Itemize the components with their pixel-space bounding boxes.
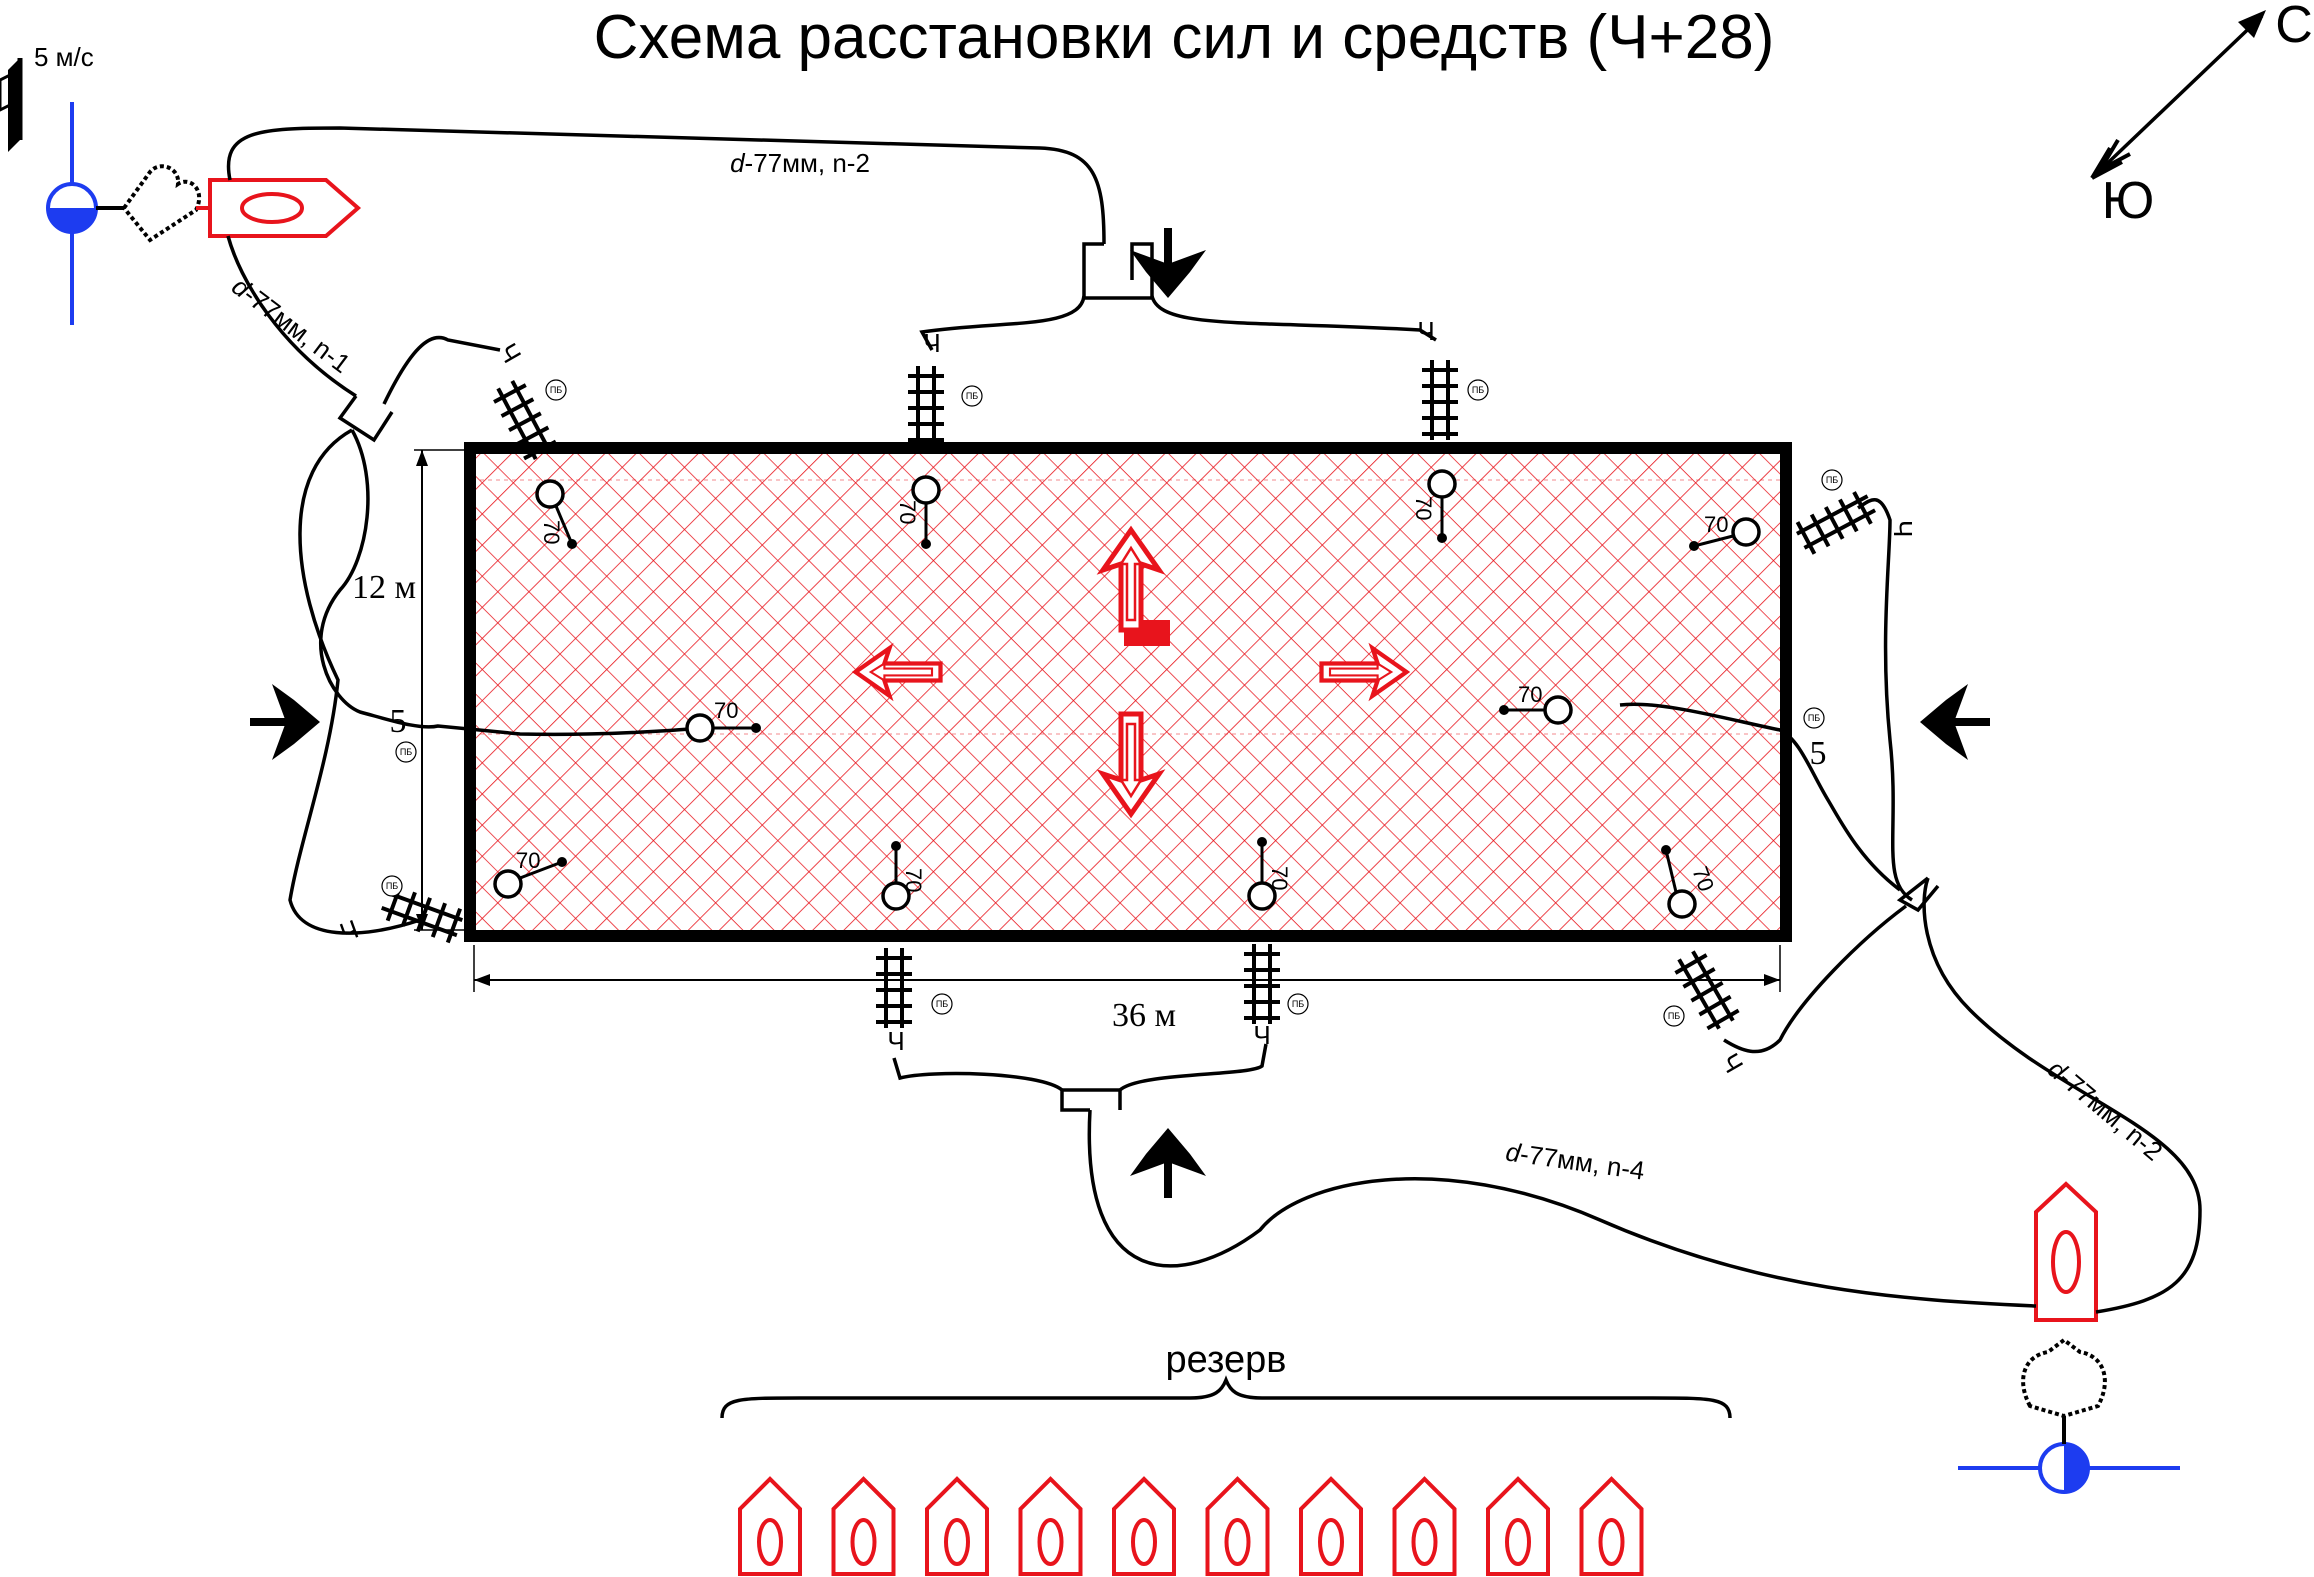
ladder-top-3 [1420, 358, 1460, 442]
reserve-truck [925, 1477, 989, 1576]
dimension-width: 36 м [473, 945, 1781, 1034]
fire-truck-bottom-right [2034, 1181, 2098, 1322]
ladder-label-3: Ч [1417, 316, 1434, 346]
svg-text:ПБ: ПБ [386, 881, 398, 891]
ladder-label-4: Ч [1888, 520, 1918, 537]
svg-text:ПБ: ПБ [1808, 713, 1820, 723]
hydrant-top-left [46, 102, 210, 325]
ladder-label-8: Ч [1715, 1048, 1750, 1078]
reserve-trucks [738, 1477, 1644, 1576]
branch-label-left: 5 [390, 703, 407, 740]
compass-south-label: Ю [2102, 172, 2155, 230]
ladder-top-2 [906, 364, 946, 448]
svg-text:70: 70 [901, 868, 926, 892]
approach-arrow-bottom [1130, 1128, 1206, 1198]
nozzle-6: 70 [1499, 682, 1573, 725]
svg-text:70: 70 [895, 500, 920, 524]
diagram-title: Схема расстановки сил и средств (Ч+28) [594, 3, 1775, 72]
nozzle-5: 70 [685, 698, 761, 743]
nozzle-4: 70 [1689, 512, 1761, 551]
svg-text:ПБ: ПБ [550, 385, 562, 395]
svg-text:70: 70 [516, 848, 540, 873]
reserve-truck [1392, 1477, 1457, 1576]
hose-lines [226, 126, 2202, 1314]
svg-text:ПБ: ПБ [1826, 475, 1838, 485]
wind-speed-label: 5 м/с [34, 42, 94, 72]
building-height-label: 12 м [352, 569, 416, 606]
reserve-truck [738, 1477, 802, 1576]
fire-spread-arrows [856, 530, 1407, 814]
reserve-truck [1018, 1477, 1083, 1576]
approach-arrow-top [1130, 228, 1206, 298]
svg-text:70: 70 [1411, 496, 1436, 520]
wind-indicator: 5 м/с [0, 42, 94, 152]
ladder-label-6: Ч [887, 1026, 904, 1056]
ladder-bottom-1 [874, 946, 914, 1030]
nozzle-8: 70 [881, 841, 926, 911]
hydrant-bottom-right [1958, 1337, 2180, 1494]
dimension-height: 12 м [352, 449, 464, 931]
svg-text:ПБ: ПБ [936, 999, 948, 1009]
ladder-right [1792, 487, 1880, 556]
ladder-label-5: Ч [336, 914, 363, 948]
svg-text:70: 70 [539, 520, 564, 544]
hose-label-right: d-77мм, n-2 [2042, 1054, 2168, 1167]
hose-label-left: d-77мм, n-1 [226, 271, 356, 379]
reserve-truck [1486, 1477, 1550, 1576]
ladder-label-2: Ч [923, 328, 940, 358]
reserve-truck [1112, 1477, 1176, 1576]
ladder-label-7: Ч [1253, 1020, 1270, 1050]
reserve-truck [1299, 1477, 1363, 1576]
nozzle-3: 70 [1411, 469, 1457, 543]
reserve-truck [831, 1477, 896, 1576]
svg-text:70: 70 [714, 698, 738, 723]
svg-text:ПБ: ПБ [966, 391, 978, 401]
svg-text:70: 70 [1267, 866, 1292, 890]
reserve-label: резерв [1166, 1339, 1287, 1381]
nozzle-1: 70 [535, 479, 577, 549]
nozzle-2: 70 [895, 475, 941, 549]
hose-label-bottom: d-77мм, n-4 [1504, 1137, 1647, 1186]
branch-label-right: 5 [1810, 735, 1827, 772]
building-width-label: 36 м [1112, 997, 1176, 1034]
hose-label-top: d-77мм, n-2 [730, 148, 870, 178]
reserve-brace [720, 1375, 1732, 1419]
reserve-group: резерв [720, 1339, 1732, 1576]
reserve-truck [1205, 1477, 1270, 1576]
svg-text:ПБ: ПБ [1472, 385, 1484, 395]
ladder-bottom-2 [1242, 942, 1282, 1026]
nozzle-9: 70 [1247, 837, 1292, 911]
svg-text:70: 70 [1704, 512, 1728, 537]
pb-markers: ПБ ПБ ПБ ПБ ПБ ПБ ПБ ПБ ПБ ПБ [381, 379, 1843, 1027]
svg-text:ПБ: ПБ [400, 747, 412, 757]
burning-building [464, 442, 1792, 942]
ladder-label-1: Ч [493, 338, 528, 368]
fire-truck-top-left [208, 178, 362, 238]
svg-text:70: 70 [1518, 682, 1542, 707]
nozzle-7: 70 [493, 848, 567, 899]
approach-arrow-right [1920, 684, 1990, 760]
approach-arrow-left [250, 684, 320, 760]
svg-text:ПБ: ПБ [1292, 999, 1304, 1009]
compass-icon: С Ю [2090, 0, 2313, 230]
svg-text:ПБ: ПБ [1668, 1011, 1680, 1021]
compass-north-label: С [2275, 0, 2313, 54]
reserve-truck [1579, 1477, 1644, 1576]
